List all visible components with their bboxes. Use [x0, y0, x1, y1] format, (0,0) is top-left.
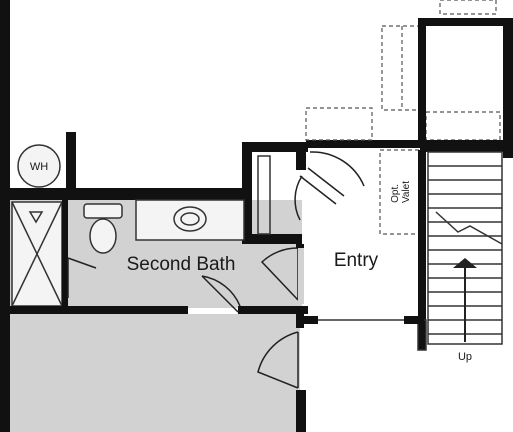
toilet: [83, 203, 123, 254]
bath-bottom-wall-right: [238, 306, 308, 314]
shower: [11, 201, 63, 307]
upper-right-wall-vertical: [418, 18, 426, 140]
room-label-second-bath: Second Bath: [127, 254, 236, 275]
entry-left-wall: [296, 244, 304, 248]
front-entry-door[interactable]: [299, 151, 365, 205]
wh-partition-wall: [66, 132, 76, 192]
shower-door[interactable]: [67, 257, 97, 298]
stair-right-wall: [503, 18, 513, 158]
valet-line-1: Opt.: [390, 184, 401, 203]
water-heater-label: WH: [30, 161, 48, 173]
optional-valet-label: Opt. Valet: [390, 181, 412, 203]
staircase: [427, 151, 503, 345]
entry-closet-shelf: [257, 155, 271, 235]
bath-top-wall: [0, 188, 250, 200]
porch-outline-1: [305, 107, 373, 141]
stair-break-line: [435, 211, 503, 245]
entry-top-wall: [306, 140, 430, 148]
entry-closet-wall-bottom: [242, 234, 302, 244]
stair-direction-label: Up: [458, 351, 472, 363]
upper-right-wall: [418, 18, 513, 26]
shower-partition-wall: [62, 200, 68, 308]
valet-line-2: Valet: [401, 181, 412, 203]
vanity: [135, 199, 245, 241]
stair-up-arrow-head: [453, 258, 477, 268]
entry-closet-wall-left: [242, 142, 252, 242]
porch-outline-2: [381, 25, 421, 111]
entry-bottom-wall-segment-right: [404, 316, 424, 324]
entry-closet-wall-top: [242, 142, 308, 152]
bath-bottom-wall: [0, 306, 188, 314]
lower-room-floor: [10, 314, 300, 432]
entry-floor-tone: [298, 248, 304, 304]
water-heater: WH: [17, 144, 61, 188]
stair-left-wall: [418, 150, 426, 350]
porch-outline-4: [439, 0, 497, 15]
entry-left-wall-lower: [296, 314, 304, 328]
entry-bottom-left-wall: [296, 390, 306, 432]
second-bath-door[interactable]: [201, 275, 241, 313]
lower-room-door[interactable]: [257, 331, 299, 389]
stair-top-wall: [420, 140, 513, 152]
room-label-entry: Entry: [334, 250, 379, 271]
optional-valet: Opt. Valet: [379, 149, 423, 235]
left-exterior-wall: [0, 0, 10, 432]
entry-bottom-wall-segment: [304, 316, 318, 324]
porch-outline-3: [425, 111, 501, 141]
front-entry-door-swing[interactable]: [294, 175, 303, 221]
entry-closet-wall-right: [296, 142, 306, 170]
